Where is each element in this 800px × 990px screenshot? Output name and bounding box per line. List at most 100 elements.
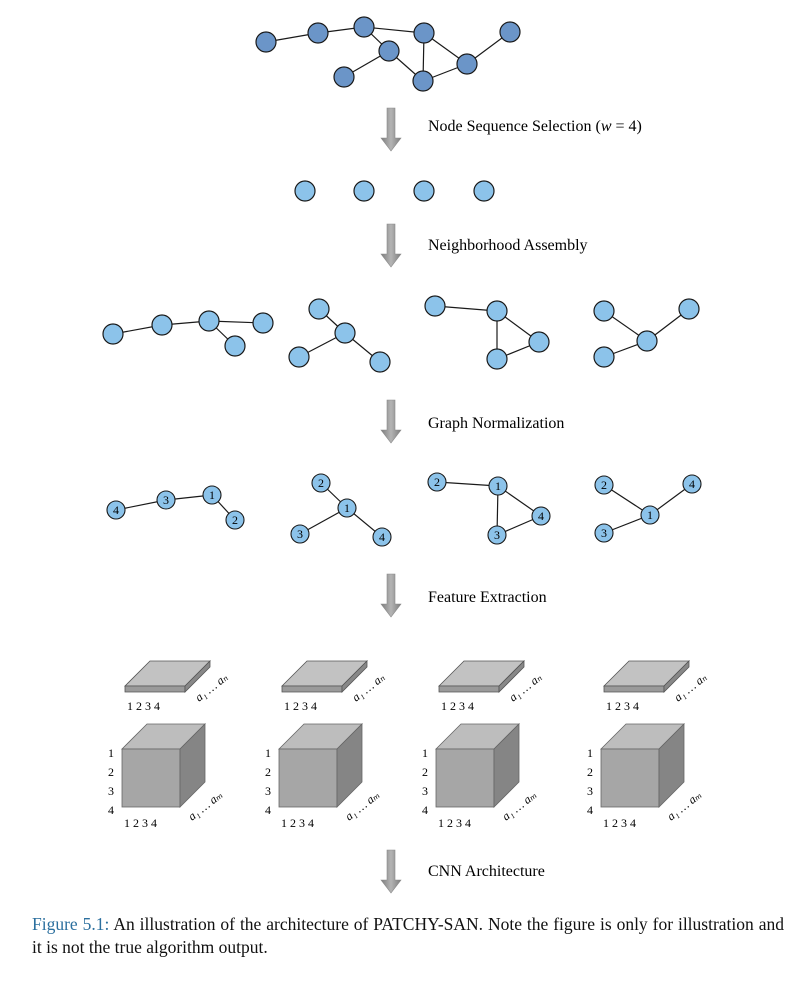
selected-node-sequence — [294, 180, 495, 202]
graph-node — [593, 300, 615, 322]
down-arrow-icon — [380, 399, 402, 444]
graph-node — [353, 16, 375, 38]
node-label: 1 — [495, 479, 501, 493]
cube-front — [600, 748, 660, 808]
cube-side — [336, 723, 363, 808]
graph-node — [308, 298, 330, 320]
slab-front — [603, 685, 665, 693]
cube-side-tick: 3 — [587, 784, 593, 798]
normalized-graph-1: 4 3 1 2 — [106, 485, 245, 530]
cube-side-tick: 3 — [422, 784, 428, 798]
down-arrow-icon — [380, 223, 402, 268]
graph-node — [528, 331, 550, 353]
normalized-graph-4: 2 4 1 3 — [594, 474, 702, 543]
cube-axis-ticks: 1 2 3 4 — [603, 816, 636, 830]
cube-side-tick: 1 — [422, 746, 428, 760]
cube-front — [435, 748, 495, 808]
graph-node — [252, 312, 274, 334]
slab-front — [281, 685, 343, 693]
slab-axis-ticks: 1 2 3 4 — [127, 699, 160, 713]
graph-node — [499, 21, 521, 43]
cube-side — [658, 723, 685, 808]
node-label: 2 — [318, 476, 324, 490]
graph-node — [678, 298, 700, 320]
slab-side — [341, 660, 368, 693]
node-label: 3 — [297, 527, 303, 541]
normalized-graph-2: 2 1 3 4 — [290, 473, 392, 547]
graph-node — [307, 22, 329, 44]
neighborhood-graph-2 — [288, 298, 391, 373]
graph-node — [636, 330, 658, 352]
graph-node — [369, 351, 391, 373]
graph-node — [102, 323, 124, 345]
slab-axis-ticks: 1 2 3 4 — [606, 699, 639, 713]
graph-node — [486, 300, 508, 322]
cube-side-tick: 2 — [108, 765, 114, 779]
node-label: 2 — [434, 475, 440, 489]
node-label: 4 — [538, 509, 544, 523]
cube-side-tick: 4 — [108, 803, 114, 817]
neighborhood-graph-1 — [102, 310, 274, 357]
graph-node — [593, 346, 615, 368]
graph-node — [412, 70, 434, 92]
cube-side-tick: 1 — [108, 746, 114, 760]
cube-side-tick: 1 — [265, 746, 271, 760]
graph-node — [334, 322, 356, 344]
graph-node — [456, 53, 478, 75]
node-label: 3 — [601, 526, 607, 540]
cube-side-tick: 2 — [265, 765, 271, 779]
cube-side-tick: 3 — [265, 784, 271, 798]
slab-front — [124, 685, 186, 693]
slab-axis-ticks: 1 2 3 4 — [441, 699, 474, 713]
caption-text: An illustration of the architecture of P… — [32, 914, 784, 957]
normalized-graph-3: 2 1 3 4 — [427, 472, 551, 545]
graph-node — [378, 40, 400, 62]
node-label: 4 — [379, 530, 385, 544]
node-label: 2 — [232, 513, 238, 527]
node-label: 2 — [601, 478, 607, 492]
slab-side — [498, 660, 525, 693]
sequence-node — [294, 180, 316, 202]
cube-axis-ticks: 1 2 3 4 — [281, 816, 314, 830]
sequence-node — [353, 180, 375, 202]
down-arrow-icon — [380, 573, 402, 618]
figure-caption: Figure 5.1: An illustration of the archi… — [32, 913, 784, 959]
graph-node — [288, 346, 310, 368]
graph-node — [151, 314, 173, 336]
step-label-node-sequence-selection: Node Sequence Selection (w = 4) — [428, 118, 642, 135]
neighborhood-graph-3 — [424, 295, 550, 370]
step-arrows — [380, 107, 402, 894]
cube-axis-ticks: 1 2 3 4 — [124, 816, 157, 830]
graph-node — [224, 335, 246, 357]
cube-side — [493, 723, 520, 808]
slab-axis-ticks: 1 2 3 4 — [284, 699, 317, 713]
sequence-node — [473, 180, 495, 202]
input-graph-nodes — [255, 16, 521, 92]
graph-node — [255, 31, 277, 53]
node-label: 1 — [344, 501, 350, 515]
step-label-cnn-architecture: CNN Architecture — [428, 863, 545, 880]
cube-axis-ticks: 1 2 3 4 — [438, 816, 471, 830]
cube-side-tick: 2 — [422, 765, 428, 779]
cube-front — [121, 748, 181, 808]
slab-side — [184, 660, 211, 693]
node-label: 4 — [113, 503, 119, 517]
cube-side-tick: 4 — [422, 803, 428, 817]
node-label: 4 — [689, 477, 695, 491]
cube-front — [278, 748, 338, 808]
graph-node — [424, 295, 446, 317]
caption-lead: Figure 5.1: — [32, 914, 110, 934]
cube-side-tick: 4 — [265, 803, 271, 817]
neighborhood-graph-4 — [593, 298, 700, 368]
cube-side-tick: 3 — [108, 784, 114, 798]
step-label-feature-extraction: Feature Extraction — [428, 589, 547, 606]
graph-node — [486, 348, 508, 370]
cube-side-tick: 1 — [587, 746, 593, 760]
node-label: 1 — [209, 488, 215, 502]
sequence-node — [413, 180, 435, 202]
graph-node — [333, 66, 355, 88]
slab-front — [438, 685, 500, 693]
step-label-neighborhood-assembly: Neighborhood Assembly — [428, 237, 588, 254]
node-label: 3 — [163, 493, 169, 507]
